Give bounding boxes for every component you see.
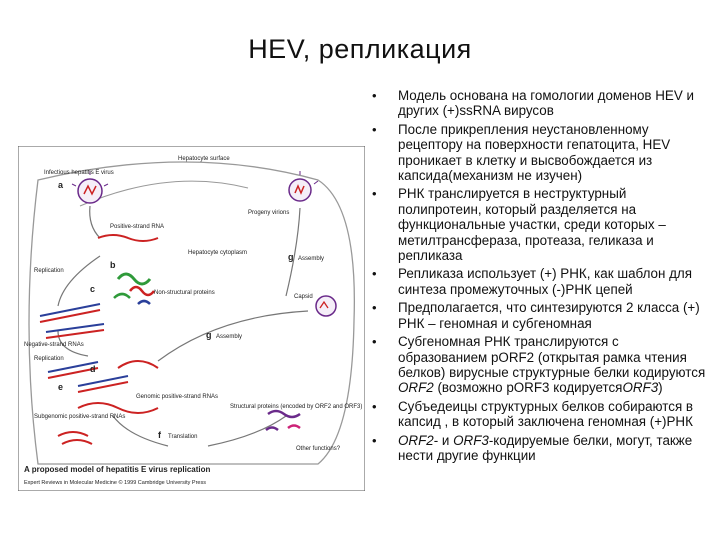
label-structural-proteins: Structural proteins (encoded by ORF2 and… [230,404,362,410]
label-assembly-mid: Assembly [216,334,242,340]
label-genomic-rnas: Genomic positive-strand RNAs [136,394,218,400]
bullet-list: Модель основана на гомологии доменов HEV… [366,88,711,466]
label-negative-strand: Negative-strand RNAs [24,342,84,348]
infectious-virion [71,171,109,204]
cycle-arrows [57,205,309,447]
bullet-item: Субгеномная РНК транслируются с образова… [366,334,711,396]
label-capsid: Capsid [294,294,313,300]
bullet-item: РНК транслируется в неструктурный полипр… [366,186,711,263]
bullet-item: Репликаза использует (+) РНК, как шаблон… [366,266,711,297]
letter-c: c [90,284,95,294]
hepatocyte-membrane [28,161,356,465]
bullet-item: Модель основана на гомологии доменов HEV… [366,88,711,119]
label-other-functions: Other functions? [296,446,341,452]
figure-caption: A proposed model of hepatitis E virus re… [24,465,211,474]
figure-credit: Expert Reviews in Molecular Medicine © 1… [24,479,206,486]
label-subgenomic-rnas: Subgenomic positive-strand RNAs [34,414,125,420]
label-positive-strand-rna: Positive-strand RNA [110,224,164,230]
negative-strand-rnas [39,303,105,339]
letter-f: f [158,430,162,440]
inner-membrane-curve [79,180,249,207]
slide-title: HEV, репликация [248,34,472,64]
letter-e: e [58,382,63,392]
progeny-virion [288,171,319,202]
label-progeny-virions: Progeny virions [248,210,289,216]
replication-duplexes [47,360,159,393]
label-translation: Translation [168,434,197,440]
structural-protein-group [265,409,301,432]
capsid-particle [315,295,337,317]
positive-strand-rna-top [97,234,159,242]
label-replication-mid: Replication [34,356,64,362]
nonstructural-protein-group [113,272,155,305]
label-infectious-virus: Infectious hepatitis E virus [44,170,114,176]
label-nonstructural: Non-structural proteins [154,290,215,296]
positive-strand-rnas [57,402,159,445]
letter-g-top: g [288,252,294,262]
label-hepatocyte-surface: Hepatocyte surface [178,156,230,162]
bullet-item: Субъедеицы структурных белков собираются… [366,399,711,430]
label-hepatocyte-cytoplasm: Hepatocyte cytoplasm [188,250,247,256]
bullet-item: Предполагается, что синтезируются 2 клас… [366,300,711,331]
letter-g-mid: g [206,330,212,340]
hev-replication-figure: Hepatocyte surface Infectious hepatitis … [18,146,365,491]
label-replication-top: Replication [34,268,64,274]
bullet-item: После прикрепления неустановленному реце… [366,122,711,184]
letter-a: a [58,180,64,190]
letter-d: d [90,364,96,374]
letter-b: b [110,260,116,270]
figure-frame [18,146,365,491]
replication-diagram: Hepatocyte surface Infectious hepatitis … [18,146,365,491]
label-assembly-top: Assembly [298,256,324,262]
bullet-item: ORF2- и ORF3-кодируемые белки, могут, та… [366,433,711,464]
